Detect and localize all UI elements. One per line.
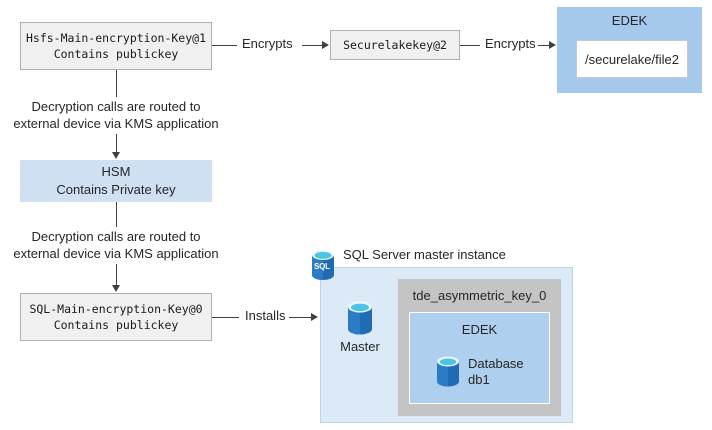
connector-sqlkey-to-server-right <box>289 317 311 318</box>
connector-hsfs-down-1 <box>116 70 117 97</box>
node-sql-key-line1: SQL-Main-encryption-Key@0 <box>29 302 203 316</box>
note-decryption-routing-1-line2: external device via KMS application <box>13 116 219 131</box>
arrowhead-to-securelake <box>322 40 329 49</box>
panel-edek-top-file-box: /securelake/file2 <box>576 40 688 78</box>
connector-down-to-sql-key <box>116 264 117 286</box>
connector-sqlkey-to-server-left <box>212 317 239 318</box>
panel-edek-top-title: EDEK <box>611 13 648 28</box>
note-decryption-routing-2-line1: Decryption calls are routed to <box>31 229 201 244</box>
connector-securelake-to-edek-left <box>460 45 480 46</box>
database-db1-label-line1: Database <box>468 356 524 371</box>
node-sql-key-line2: Contains publickey <box>53 318 179 332</box>
connector-hsm-down <box>116 202 117 227</box>
panel-edek-inner-title: EDEK <box>461 322 498 337</box>
arrowhead-to-hsm <box>111 152 120 159</box>
panel-edek-top-file-label: /securelake/file2 <box>585 51 679 67</box>
panel-tde-asymmetric-key-title: tde_asymmetric_key_0 <box>412 288 547 303</box>
node-hsm-line2: Contains Private key <box>56 182 176 197</box>
arrowhead-to-edek-top <box>549 40 556 49</box>
panel-edek-inner <box>409 312 550 404</box>
database-db1-icon <box>434 355 462 388</box>
node-hsm-line1: HSM <box>101 164 131 179</box>
edge-label-encrypts-1: Encrypts <box>242 36 293 51</box>
sql-server-icon <box>309 249 337 281</box>
panel-sql-server-title: SQL Server master instance <box>343 247 506 262</box>
node-hsfs-key-line1: Hsfs-Main-encryption-Key@1 <box>25 31 206 45</box>
note-decryption-routing-1: Decryption calls are routed to external … <box>0 98 232 132</box>
edge-label-installs: Installs <box>245 308 286 323</box>
node-securelakekey-line1: Securelakekey@2 <box>343 38 447 52</box>
master-database-icon <box>345 300 375 336</box>
edge-label-encrypts-2: Encrypts <box>485 36 536 51</box>
master-database-label: Master <box>340 339 380 354</box>
node-sql-main-encryption-key: SQL-Main-encryption-Key@0 Contains publi… <box>20 293 212 341</box>
note-decryption-routing-2-line2: external device via KMS application <box>13 246 219 261</box>
arrowhead-to-sql-server <box>311 312 318 321</box>
node-hsfs-key-line2: Contains publickey <box>53 47 179 61</box>
connector-securelake-to-edek-right <box>538 45 552 46</box>
sql-server-icon-label: SQL <box>314 262 330 271</box>
note-decryption-routing-2: Decryption calls are routed to external … <box>0 228 232 262</box>
connector-hsfs-to-securelake-left <box>212 45 237 46</box>
node-hsm: HSM Contains Private key <box>20 160 212 202</box>
database-db1-label-line2: db1 <box>468 372 490 387</box>
connector-down-to-hsm <box>116 134 117 153</box>
node-hsfs-main-encryption-key: Hsfs-Main-encryption-Key@1 Contains publ… <box>20 22 212 70</box>
node-securelakekey: Securelakekey@2 <box>330 30 460 60</box>
note-decryption-routing-1-line1: Decryption calls are routed to <box>31 99 201 114</box>
connector-hsfs-to-securelake-right <box>302 45 322 46</box>
arrowhead-to-sql-key <box>111 285 120 292</box>
